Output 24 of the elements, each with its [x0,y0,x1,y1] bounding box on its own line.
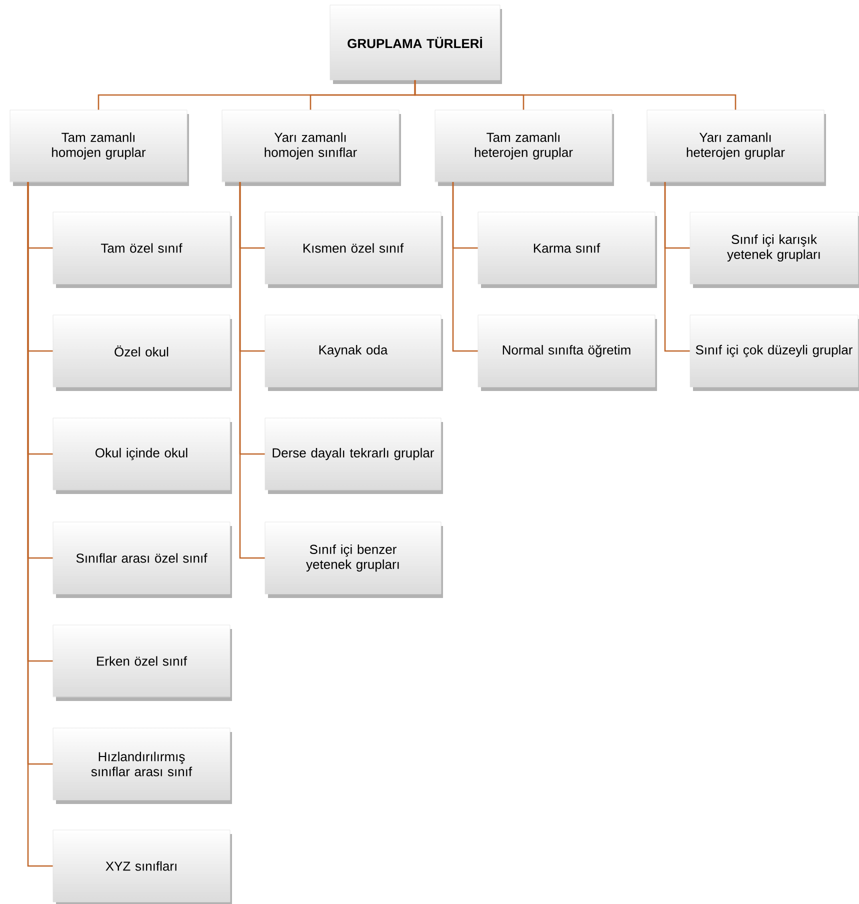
connector [239,182,265,559]
item-box: Kaynak oda [264,314,443,391]
group-box: Tam zamanlı homojen gruplar [10,110,189,186]
item-box: XYZ sınıfları [52,830,232,904]
item-box: Hızlandırılırmış sınıflar arası sınıf [52,728,232,804]
item-box: Sınıf içi çok düzeyli gruplar [690,314,859,391]
connector [452,182,478,352]
item-box: Özel okul [52,314,232,391]
item-box: Tam özel sınıf [52,212,232,288]
connector [664,182,690,352]
item-box: Sınıf içi karışık yetenek grupları [690,212,859,288]
item-box: Sınıf içi benzer yetenek grupları [264,522,443,598]
item-box: Erken özel sınıf [52,624,232,701]
item-box: Okul içinde okul [52,418,232,494]
connector [414,80,736,110]
group-box: Yarı zamanlı homojen sınıflar [222,110,401,186]
item-box: Sınıflar arası özel sınıf [52,522,232,598]
title-box: GRUPLAMA TÜRLERİ [330,4,502,84]
item-box: Karma sınıf [478,212,657,288]
item-box: Normal sınıfta öğretim [478,314,657,391]
item-box: Kısmen özel sınıf [264,212,443,288]
group-box: Tam zamanlı heterojen gruplar [434,110,614,186]
group-box: Yarı zamanlı heterojen gruplar [646,110,826,186]
item-box: Derse dayalı tekrarlı gruplar [264,418,443,494]
